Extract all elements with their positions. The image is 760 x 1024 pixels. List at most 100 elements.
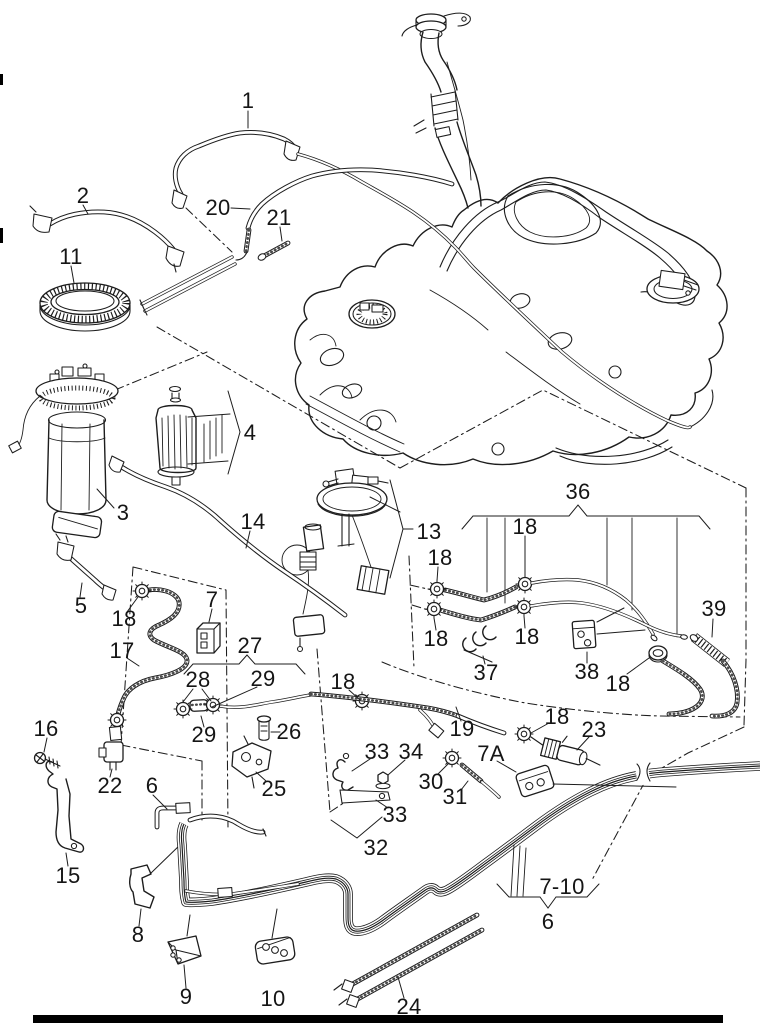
tank-sender-flange bbox=[646, 269, 700, 304]
callout-17: 17 bbox=[109, 638, 135, 663]
callout-6: 6 bbox=[145, 773, 159, 798]
block-10 bbox=[254, 908, 296, 965]
clamp-18 bbox=[427, 579, 447, 599]
callout-16: 16 bbox=[33, 716, 59, 741]
callout-30: 30 bbox=[418, 769, 444, 794]
hose-14 bbox=[108, 455, 345, 615]
callout-37: 37 bbox=[473, 660, 499, 685]
clamp-28 bbox=[173, 699, 193, 719]
callout-5: 5 bbox=[74, 593, 88, 618]
callout-19: 19 bbox=[449, 716, 475, 741]
callout-26: 26 bbox=[276, 719, 302, 744]
callout-29: 29 bbox=[250, 666, 276, 691]
fuel-pipes-6 bbox=[157, 759, 760, 931]
callout-25: 25 bbox=[261, 776, 287, 801]
fuel-filter-4 bbox=[155, 385, 241, 486]
sender-flange-13 bbox=[281, 468, 414, 653]
bracket-13 bbox=[389, 479, 404, 579]
callout-33: 33 bbox=[382, 802, 408, 827]
callout-18: 18 bbox=[111, 606, 137, 631]
callout-10: 10 bbox=[260, 986, 286, 1011]
clamp-30 bbox=[442, 748, 462, 768]
callout-39: 39 bbox=[701, 596, 727, 621]
bracket-32 bbox=[330, 816, 383, 839]
callout-31: 31 bbox=[442, 784, 468, 809]
bracket-7-10 bbox=[496, 883, 600, 909]
fuel-line-1 bbox=[171, 132, 692, 430]
block-7a bbox=[515, 764, 677, 798]
callout-18: 18 bbox=[605, 671, 631, 696]
callout-21: 21 bbox=[266, 205, 292, 230]
callout-14: 14 bbox=[240, 509, 266, 534]
clip-8 bbox=[128, 842, 183, 909]
scan-mark-left-2 bbox=[0, 228, 3, 243]
grommet-18-hose bbox=[648, 645, 702, 714]
grommet-group-36 bbox=[424, 504, 711, 642]
callout-7a: 7A bbox=[477, 741, 505, 766]
callout-23: 23 bbox=[581, 717, 607, 742]
callout-7: 7 bbox=[205, 587, 219, 612]
callout-6: 6 bbox=[541, 909, 555, 934]
callout-20: 20 bbox=[205, 195, 231, 220]
connector-22 bbox=[98, 725, 124, 771]
hose-5 bbox=[55, 533, 117, 601]
bracket-27 bbox=[183, 654, 306, 675]
clamp-28 bbox=[203, 695, 223, 715]
scan-border-bottom bbox=[33, 1015, 723, 1023]
callout-38: 38 bbox=[574, 659, 600, 684]
bracket-25 bbox=[231, 735, 272, 789]
screw-26 bbox=[256, 715, 272, 741]
hose-21 bbox=[257, 243, 288, 261]
callout-29: 29 bbox=[191, 722, 217, 747]
filler-neck bbox=[401, 12, 482, 209]
cable-ties-24 bbox=[333, 915, 482, 1008]
callout-18: 18 bbox=[423, 626, 449, 651]
callout-4: 4 bbox=[243, 420, 257, 445]
nut-34 bbox=[375, 771, 391, 790]
callout-15: 15 bbox=[55, 863, 81, 888]
lock-ring-11 bbox=[39, 282, 131, 332]
clip-7 bbox=[196, 622, 221, 654]
clamp-18 bbox=[514, 724, 534, 744]
callout-1: 1 bbox=[241, 88, 255, 113]
callout-7-10: 7-10 bbox=[539, 874, 585, 899]
callout-18: 18 bbox=[512, 514, 538, 539]
callout-18: 18 bbox=[514, 624, 540, 649]
callout-8: 8 bbox=[131, 922, 145, 947]
callout-9: 9 bbox=[179, 984, 193, 1009]
hook-bolt-33 bbox=[332, 752, 391, 804]
leader-lines bbox=[43, 110, 714, 999]
callout-18: 18 bbox=[544, 704, 570, 729]
callout-24: 24 bbox=[396, 994, 422, 1019]
breather-hose-2 bbox=[29, 205, 185, 273]
callout-18: 18 bbox=[427, 545, 453, 570]
zone-boundary-lines bbox=[114, 207, 747, 881]
fuel-delivery-unit-3 bbox=[8, 363, 119, 539]
vent-pipe-20 bbox=[139, 170, 452, 316]
callout-36: 36 bbox=[565, 479, 591, 504]
callout-32: 32 bbox=[363, 835, 389, 860]
callout-33: 33 bbox=[364, 739, 390, 764]
corrugated-hose-39 bbox=[689, 633, 737, 716]
connector-group-27 bbox=[173, 654, 372, 719]
callout-13: 13 bbox=[416, 519, 442, 544]
callout-11: 11 bbox=[59, 244, 83, 269]
bracket-15 bbox=[45, 760, 85, 853]
callout-18: 18 bbox=[330, 669, 356, 694]
braided-hose-19 bbox=[311, 694, 504, 799]
callout-28: 28 bbox=[185, 667, 211, 692]
wedge-9 bbox=[167, 914, 202, 965]
callout-2: 2 bbox=[76, 183, 90, 208]
fuel-tank bbox=[294, 177, 728, 466]
bracket-4 bbox=[227, 390, 241, 475]
screw-16 bbox=[33, 751, 61, 769]
union-fitting bbox=[428, 722, 445, 739]
block-38 bbox=[571, 607, 646, 650]
scan-mark-left-1 bbox=[0, 74, 3, 85]
tank-pump-opening bbox=[348, 299, 396, 329]
clip-37 bbox=[462, 625, 497, 663]
callout-27: 27 bbox=[237, 633, 263, 658]
bracket-36 bbox=[461, 504, 711, 530]
